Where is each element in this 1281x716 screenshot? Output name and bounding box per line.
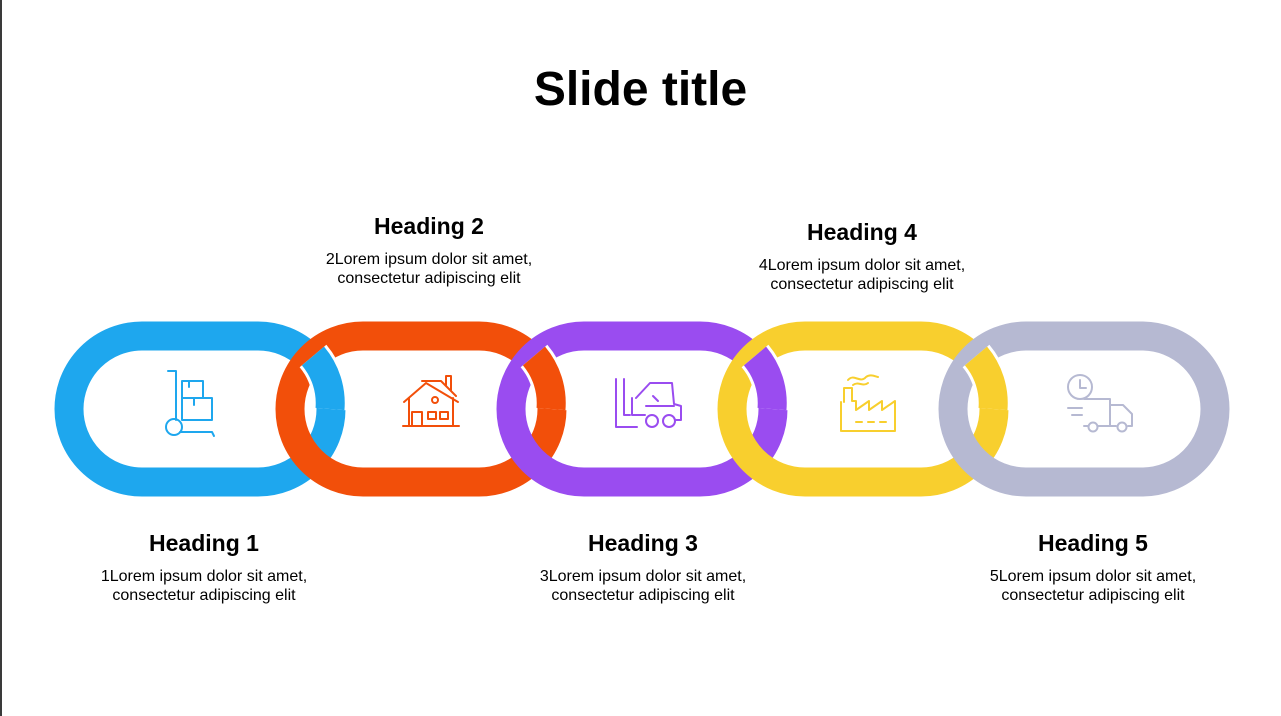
description-1-line1: 1Lorem ipsum dolor sit amet, — [100, 568, 308, 585]
description-5-line1: 5Lorem ipsum dolor sit amet, — [989, 568, 1197, 585]
interlock-4-5 — [962, 344, 1011, 411]
house-icon — [402, 375, 460, 427]
description-5-line2: consectetur adipiscing elit — [1001, 587, 1185, 604]
heading-4: Heading 4 — [807, 219, 917, 245]
left-border-line — [0, 0, 2, 716]
description-2-line1: 2Lorem ipsum dolor sit amet, — [325, 251, 533, 268]
factory-icon — [840, 374, 896, 432]
heading-5: Heading 5 — [1038, 530, 1148, 556]
heading-2: Heading 2 — [374, 213, 484, 239]
chain-link-5 — [938, 321, 1230, 497]
interlock-3-4 — [741, 344, 790, 411]
description-2-line2: consectetur adipiscing elit — [337, 270, 521, 287]
heading-1: Heading 1 — [149, 530, 259, 556]
slide-title: Slide title — [533, 63, 748, 116]
interlock-2-3 — [520, 344, 569, 411]
description-3-line2: consectetur adipiscing elit — [551, 587, 735, 604]
interlock-1-2 — [299, 344, 348, 411]
description-4-line2: consectetur adipiscing elit — [770, 276, 954, 293]
hand-truck-boxes-icon — [165, 370, 215, 437]
heading-3: Heading 3 — [588, 530, 698, 556]
description-3-line1: 3Lorem ipsum dolor sit amet, — [539, 568, 747, 585]
description-1-line2: consectetur adipiscing elit — [112, 587, 296, 604]
delivery-truck-clock-icon — [1067, 374, 1133, 433]
forklift-icon — [615, 378, 682, 428]
description-4-line1: 4Lorem ipsum dolor sit amet, — [758, 257, 966, 274]
